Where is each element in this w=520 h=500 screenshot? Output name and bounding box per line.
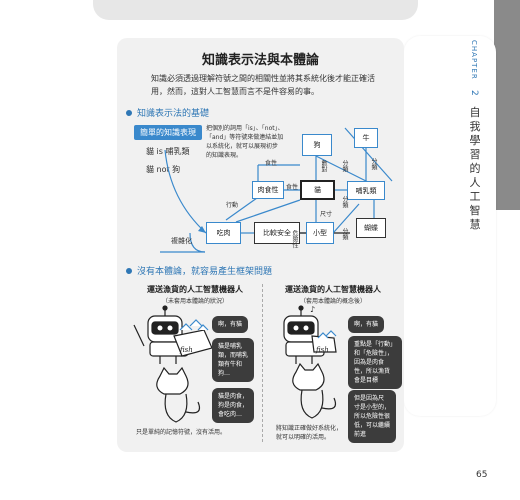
rel-danger: 危險性 (291, 230, 298, 248)
node-butterfly: 蝴蝶 (356, 218, 386, 238)
rel-class-1: 分類 (341, 160, 348, 172)
left-fish-label: fish (179, 346, 193, 354)
rel-diet: 食性 (265, 160, 278, 167)
left-col-subtitle: （未套用本體論的狀況） (161, 298, 228, 305)
rel-action: 行動 (226, 202, 239, 209)
right-bubble-1: 啊，有貓 (348, 316, 385, 333)
intro-text: 知識必須透過理解符號之間的相關性並將其系統化後才能正確活用，然而，這對人工智慧而… (151, 74, 375, 96)
node-mammal: 哺乳類 (347, 181, 385, 200)
section2-heading-text: 沒有本體論，就容易產生框架問題 (137, 267, 273, 277)
rel-class-4: 分類 (341, 228, 348, 240)
page-number: 65 (476, 470, 488, 480)
rel-dv: 數對 (320, 160, 327, 172)
column-divider (262, 284, 263, 442)
cat-icon (292, 362, 337, 419)
rel-class-3: 分類 (341, 196, 348, 208)
chapter-tab: CHAPTER 2 自我學習的人工智慧 (460, 40, 482, 232)
section2-heading: 沒有本體論，就容易產生框架問題 (126, 264, 272, 277)
right-bubble-2: 重點是「行動」 和「危險性」， 因為是肉食 性，所以漁貨 會是目標 (348, 336, 403, 389)
example-not: 貓 not 狗 (146, 165, 181, 174)
side-stripe (494, 0, 520, 210)
robot-icon (283, 305, 337, 364)
bullet-icon (126, 267, 132, 274)
node-small: 小型 (306, 222, 334, 244)
left-col-title: 運送漁貨的人工智慧機器人 (147, 285, 243, 294)
music-note-icon: ♪ (310, 305, 315, 314)
top-tab (93, 0, 418, 20)
rel-class-2: 分類 (370, 158, 377, 170)
example-is: 貓 is 哺乳類 (146, 147, 190, 156)
left-note: 只是單純的記憶符號，沒有活用。 (136, 429, 227, 436)
rel-diet-2: 食性 (286, 184, 299, 191)
right-note: 將知識正確做好系統化， 就可以明確的活用。 (276, 425, 343, 441)
left-bubble-3: 貓是肉食， 狗是肉食， 會吃肉… (212, 388, 255, 423)
node-cat: 貓 (300, 180, 335, 200)
chapter-label: CHAPTER (470, 40, 478, 80)
node-meat: 肉食性 (252, 181, 284, 199)
knowledge-desc: 把個別的詞用「is」、「not」、 「and」等符號來做連結並加 以系統化，就可… (206, 125, 284, 159)
right-bubble-3: 但是因為尺 寸是小型的， 所以危險性很 低，可以繼續 前進 (348, 390, 397, 443)
side-tab (404, 36, 496, 416)
section1-heading-text: 知識表示法的基礎 (137, 109, 210, 119)
chapter-title: 自我學習的人工智慧 (468, 106, 481, 233)
simple-knowledge-badge: 簡單的知識表現 (134, 125, 202, 140)
section1-heading: 知識表示法的基礎 (126, 106, 209, 119)
right-col-title: 運送漁貨的人工智慧機器人 (285, 285, 381, 294)
left-bubble-1: 啊，有貓 (212, 316, 249, 333)
right-col-subtitle: （套用本體論的概念後） (299, 298, 366, 305)
chapter-number: 2 (469, 89, 479, 97)
node-dog: 狗 (302, 134, 332, 156)
cat-icon (156, 366, 201, 423)
left-bubble-2: 貓是哺乳 類，而哺乳 類有牛和 狗… (212, 338, 255, 382)
node-cow: 牛 (354, 128, 378, 148)
complex-label: 複雜化 (171, 237, 192, 245)
page-title: 知識表示法與本體論 (201, 53, 319, 68)
node-safer: 比較安全 (254, 222, 300, 244)
node-eat-meat: 吃肉 (206, 222, 241, 244)
rel-size: 尺寸 (320, 211, 333, 218)
bullet-icon (126, 109, 132, 116)
robot-icon (133, 305, 213, 364)
right-fish-label: fish (315, 346, 329, 354)
